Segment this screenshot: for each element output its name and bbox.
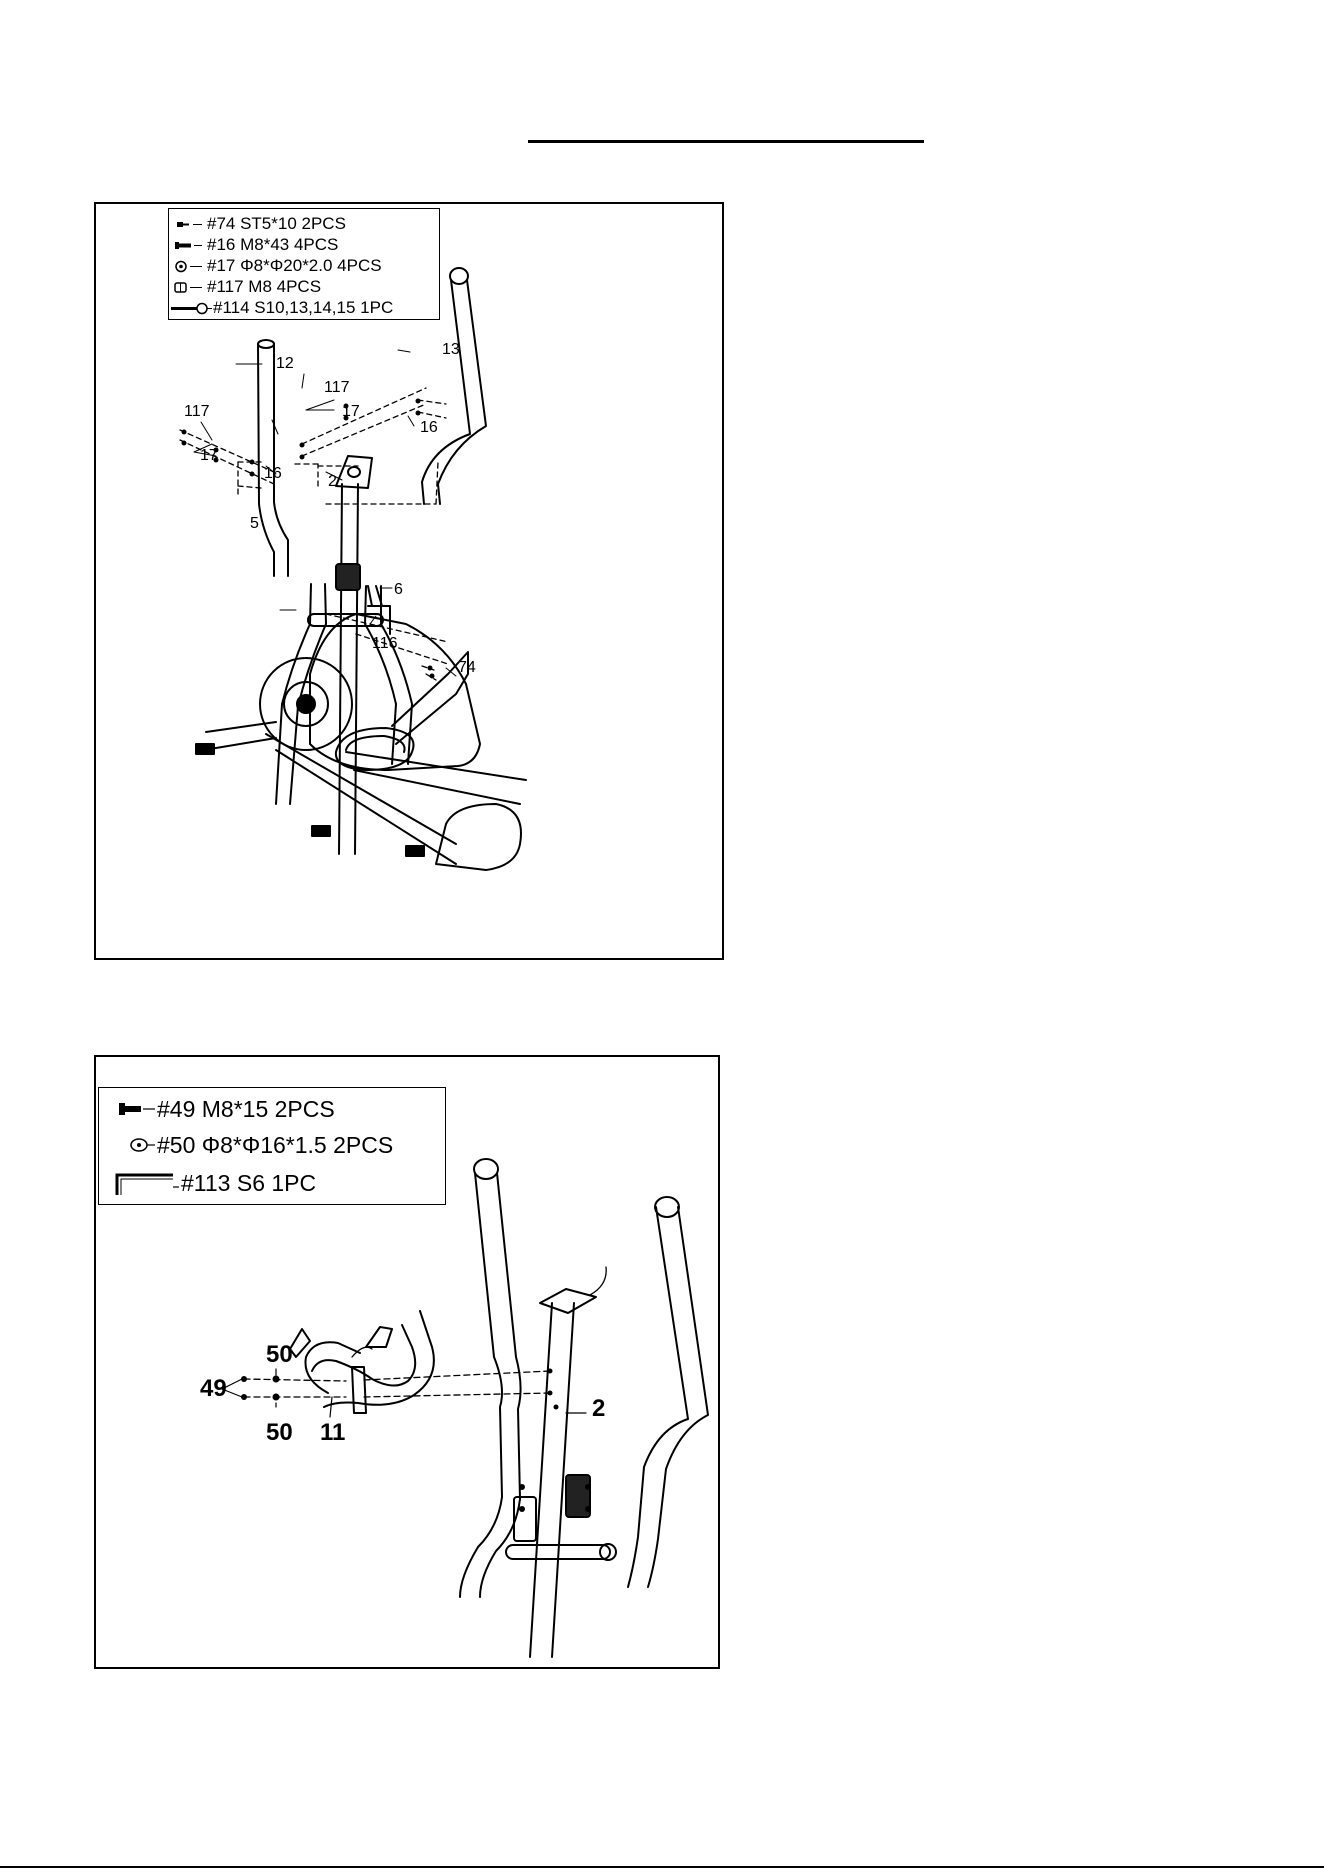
callout-13: 13 xyxy=(442,342,460,358)
callout-17-right: 17 xyxy=(342,404,360,420)
base-rails xyxy=(266,734,526,864)
callout-11: 11 xyxy=(320,1421,345,1445)
callout-5: 5 xyxy=(250,516,259,532)
callout-117-right: 117 xyxy=(324,380,350,396)
callout-50-bottom: 50 xyxy=(266,1421,293,1445)
callout-116: 116 xyxy=(372,636,398,652)
callout-2: 2 xyxy=(592,1397,605,1421)
assembly-figure-step-2: #49 M8*15 2PCS #50 Φ8*Φ16*1.5 2PCS #113 … xyxy=(94,1055,720,1669)
callout-2: 2 xyxy=(328,474,337,490)
callout-16-right: 16 xyxy=(420,420,438,436)
callout-74: 74 xyxy=(458,660,476,676)
right-handlebar xyxy=(422,280,486,504)
callout-16-left: 16 xyxy=(264,466,282,482)
callout-12: 12 xyxy=(276,356,294,372)
callout-17-left: 17 xyxy=(200,448,218,464)
callout-50-top: 50 xyxy=(266,1343,293,1367)
console-bar-drawing xyxy=(96,1057,718,1667)
left-handlebar xyxy=(258,344,288,576)
footer-rule xyxy=(0,1866,1324,1868)
pedal xyxy=(336,728,414,770)
right-upper-handlebar xyxy=(628,1207,708,1587)
console-mast xyxy=(339,484,358,854)
callout-6: 6 xyxy=(394,582,403,598)
console-handlebar xyxy=(305,1311,433,1407)
left-upper-handlebar xyxy=(460,1173,521,1597)
callout-117-left: 117 xyxy=(184,404,210,420)
assembly-figure-step-1: #74 ST5*10 2PCS #16 M8*43 4PCS #17 Φ8*Φ2… xyxy=(94,202,724,960)
callout-49: 49 xyxy=(200,1377,227,1401)
title-underline xyxy=(528,140,924,143)
elliptical-trainer-drawing xyxy=(96,204,722,958)
